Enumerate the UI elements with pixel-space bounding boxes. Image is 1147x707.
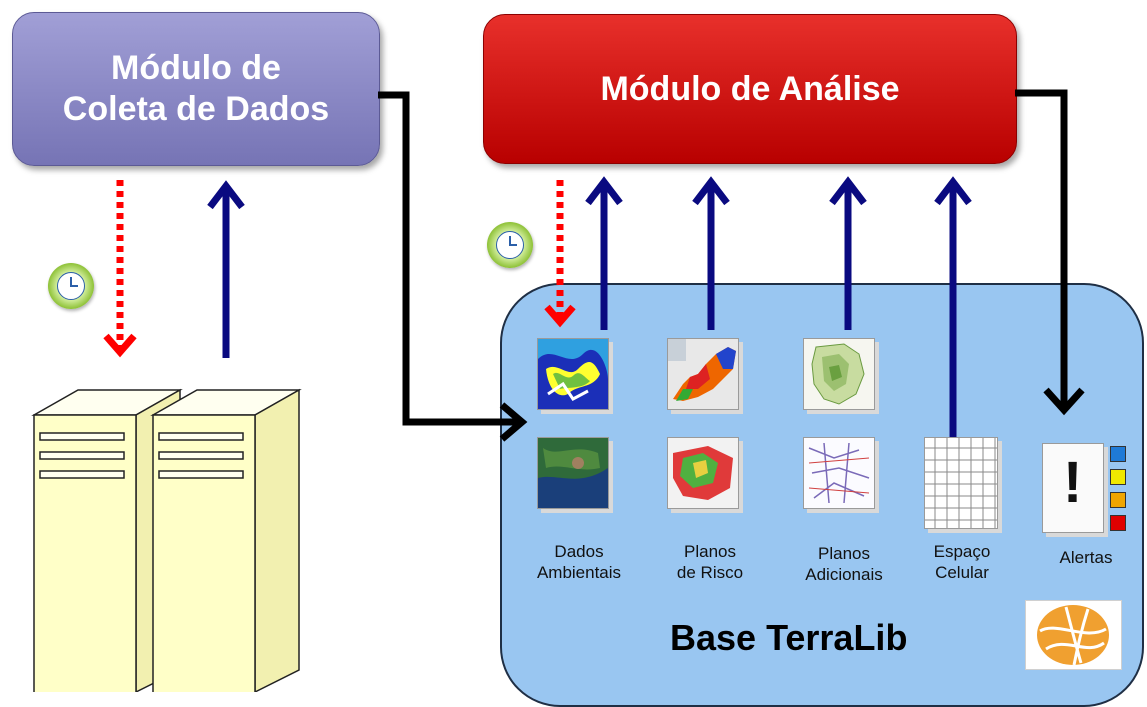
additional-plans-to-analysis-arrow (829, 176, 867, 330)
risk-plans-to-analysis-arrow (692, 176, 730, 330)
alert-level-orange (1110, 492, 1126, 508)
alert-level-blue (1110, 446, 1126, 462)
environmental-data-map-tile (537, 338, 609, 410)
cellular-space-to-analysis-arrow (934, 176, 972, 437)
satellite-image-tile (537, 437, 609, 509)
environmental-data-to-analysis-arrow (585, 176, 623, 330)
alert-level-yellow (1110, 469, 1126, 485)
clock-icon (487, 222, 533, 268)
clock-icon (48, 263, 94, 309)
additional-lines-map-tile (803, 437, 875, 509)
collection-to-base-arrow (378, 91, 522, 426)
risk-heatmap-tile (667, 437, 739, 509)
analysis-scheduled-request-arrow (544, 180, 576, 328)
server-icon (150, 388, 302, 692)
risk-plan-map-tile (667, 338, 739, 410)
flow-arrows (103, 89, 1085, 442)
additional-plan-map-tile (803, 338, 875, 410)
analysis-to-alerts-arrow (1015, 89, 1068, 410)
collection-module-title-line-1: Módulo de (111, 49, 281, 87)
servers-to-collection-arrow (207, 180, 245, 358)
alert-icon (1042, 443, 1104, 533)
exclamation-mark-icon: ! (1063, 450, 1083, 515)
analysis-module: Módulo de Análise (483, 14, 1017, 164)
collection-module-title-line-2: Coleta de Dados (62, 90, 330, 128)
cellular-space-grid-tile (924, 437, 998, 529)
alert-level-red (1110, 515, 1126, 531)
analysis-module-title: Módulo de Análise (600, 69, 900, 108)
servers-illustration (31, 388, 302, 692)
layer-label-alerts: Alertas (1059, 548, 1113, 567)
collection-scheduled-request-arrow (103, 180, 137, 358)
data-collection-module: Módulo de Coleta de Dados (12, 12, 380, 166)
base-terralib-title: Base TerraLib (670, 617, 908, 658)
terralib-logo (1025, 600, 1122, 670)
